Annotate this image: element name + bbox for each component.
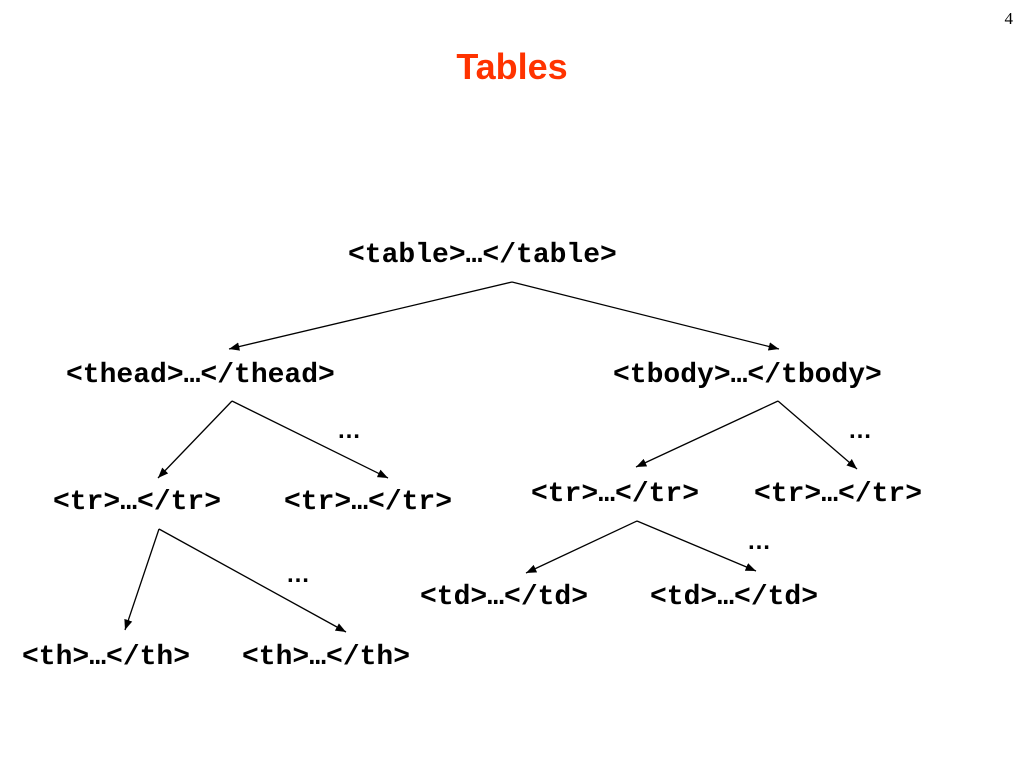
edge-tr-th2 <box>158 528 347 633</box>
edge-tbody-tr2 <box>777 400 858 470</box>
node-td-1: <td>…</td> <box>420 582 589 613</box>
ellipsis-tr-children: … <box>286 561 310 588</box>
page-title: Tables <box>456 46 568 87</box>
ellipsis-tbody-tr-children: … <box>747 528 771 555</box>
node-th-1: <th>…</th> <box>22 642 191 673</box>
node-tbody-tr-2: <tr>…</tr> <box>754 479 923 510</box>
node-table: <table>…</table> <box>348 240 617 271</box>
edge-thead-tr2 <box>231 400 389 479</box>
edge-thead-tr1 <box>157 400 233 479</box>
edge-tbody-tr1 <box>635 400 779 468</box>
node-th-2: <th>…</th> <box>242 642 411 673</box>
node-tbody: <tbody>…</tbody> <box>613 360 882 391</box>
edge-table-thead <box>228 281 513 351</box>
node-td-2: <td>…</td> <box>650 582 819 613</box>
edge-table-tbody <box>511 281 780 351</box>
edge-tr-th1 <box>124 528 160 631</box>
node-thead-tr-2: <tr>…</tr> <box>284 487 453 518</box>
ellipsis-tbody-children: … <box>848 417 872 444</box>
edge-tr-td2 <box>636 520 757 572</box>
node-thead: <thead>…</thead> <box>66 360 335 391</box>
ellipsis-thead-children: … <box>337 417 361 444</box>
node-thead-tr-1: <tr>…</tr> <box>53 487 222 518</box>
node-tbody-tr-1: <tr>…</tr> <box>531 479 700 510</box>
edge-tr-td1 <box>525 520 638 574</box>
page-number: 4 <box>1004 9 1014 28</box>
